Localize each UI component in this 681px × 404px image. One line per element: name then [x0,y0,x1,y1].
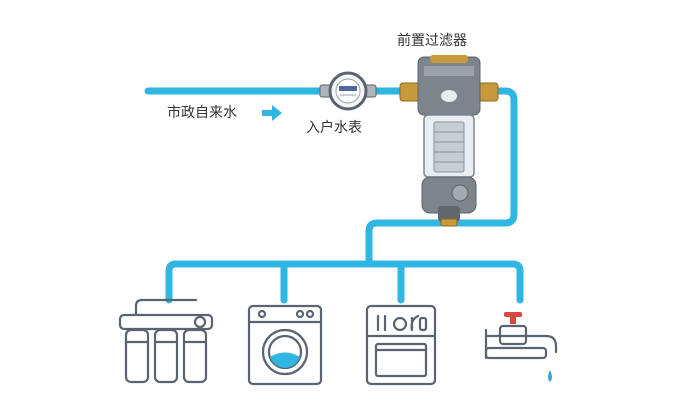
prefilter-icon [399,55,499,227]
ro-purifier-icon [118,298,214,384]
washing-machine-icon [247,304,323,386]
prefilter-label: 前置过滤器 [397,33,467,49]
outlet-pipe [365,87,518,268]
dishwasher-icon [365,304,437,386]
flow-arrow-icon [262,105,282,121]
faucet-icon [484,312,558,382]
water-meter-icon [319,71,377,111]
municipal-water-label: 市政自来水 [167,105,237,121]
distribution-pipe [165,260,524,304]
water-meter-label: 入户水表 [306,120,362,136]
